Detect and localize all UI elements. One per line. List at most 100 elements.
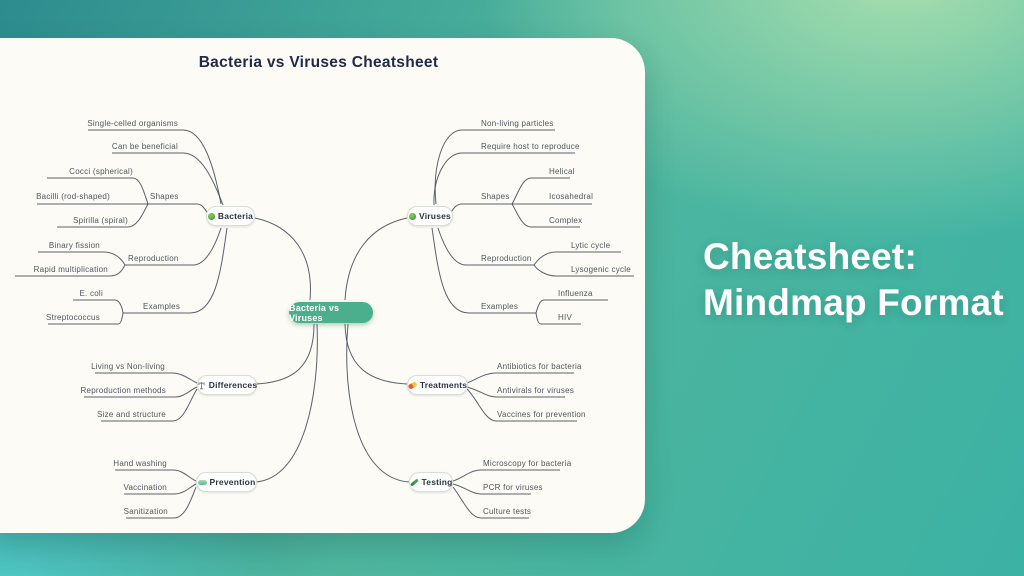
connector-antivirals: [466, 386, 565, 398]
treatments-node-label: Treatments: [419, 380, 468, 390]
microbe-icon: [409, 212, 417, 220]
connector-antibiotics: [466, 372, 574, 384]
headline: Cheatsheet: Mindmap Format: [703, 234, 1013, 326]
connector-binary-fission: [38, 251, 126, 266]
leaf-size-structure: Size and structure: [97, 410, 166, 419]
leaf-lysogenic: Lysogenic cycle: [571, 265, 631, 274]
leaf-antivirals: Antivirals for viruses: [497, 386, 574, 395]
connector-rapid-multiplication: [15, 264, 126, 277]
leaf-binary-fission: Binary fission: [49, 241, 100, 250]
connector-pcr: [452, 483, 531, 495]
pill-icon: [407, 380, 418, 390]
connector-shapes-right: [449, 203, 512, 215]
branch-label-examples-left: Examples: [143, 302, 180, 311]
leaf-influenza: Influenza: [558, 289, 593, 298]
connector-influenza: [535, 299, 608, 314]
connector-culture: [452, 486, 529, 519]
leaf-culture: Culture tests: [483, 507, 531, 516]
card-title: Bacteria vs Viruses Cheatsheet: [198, 54, 439, 71]
soap-icon: [197, 479, 207, 485]
test-tube-icon: [409, 477, 419, 487]
leaf-require-host: Require host to reproduce: [481, 142, 580, 151]
node-treatments: Treatments: [407, 375, 468, 395]
connector-single-celled: [88, 129, 222, 205]
connector-vaccination: [124, 483, 197, 495]
microbe-icon: [207, 212, 215, 220]
leaf-hiv: HIV: [558, 313, 573, 322]
connector-lytic: [533, 251, 621, 266]
connector-bacteria-center: [254, 217, 311, 301]
viruses-node-label: Viruses: [419, 211, 451, 221]
connector-lysogenic: [533, 264, 634, 277]
connector-viruses-center: [344, 217, 408, 301]
connector-spirilla: [57, 203, 149, 228]
leaf-microscopy: Microscopy for bacteria: [483, 459, 572, 468]
leaf-complex: Complex: [549, 216, 582, 225]
connector-sanitization: [126, 486, 197, 519]
connector-prevention-center: [255, 323, 318, 483]
node-bacteria: Bacteria: [206, 206, 255, 226]
branch-label-shapes-right: Shapes: [481, 192, 510, 201]
testing-node-label: Testing: [421, 477, 453, 487]
leaf-antibiotics: Antibiotics for bacteria: [497, 362, 582, 371]
branch-label-examples-right: Examples: [481, 302, 518, 311]
node-testing: Testing: [409, 472, 453, 492]
connector-ecoli: [73, 299, 124, 314]
differences-node-label: Differences: [208, 380, 258, 390]
node-viruses: Viruses: [407, 206, 453, 226]
node-differences: Differences: [197, 375, 257, 395]
connector-hand-washing: [115, 469, 197, 482]
connector-differences-center: [255, 323, 315, 385]
leaf-repro-methods: Reproduction methods: [81, 386, 167, 395]
leaf-beneficial: Can be beneficial: [112, 142, 178, 151]
branch-label-shapes-left: Shapes: [150, 192, 179, 201]
connector-hiv: [535, 312, 581, 325]
leaf-bacilli: Bacilli (rod-shaped): [36, 192, 110, 201]
leaf-vaccination: Vaccination: [123, 483, 167, 492]
leaf-pcr: PCR for viruses: [483, 483, 543, 492]
leaf-hand-washing: Hand washing: [113, 459, 167, 468]
leaf-icosahedral: Icosahedral: [549, 192, 593, 201]
bacteria-node-label: Bacteria: [217, 211, 254, 221]
connector-require-host: [433, 152, 575, 206]
mindmap-canvas: Single-celled organisms Can be beneficia…: [15, 119, 634, 519]
leaf-helical: Helical: [549, 167, 575, 176]
connector-size-structure: [101, 388, 198, 422]
connector-testing-center: [346, 323, 410, 483]
leaf-streptococcus: Streptococcus: [46, 313, 100, 322]
leaf-spirilla: Spirilla (spiral): [73, 216, 128, 225]
headline-line2: Mindmap Format: [703, 282, 1004, 323]
leaf-vaccines: Vaccines for prevention: [497, 410, 586, 419]
branch-label-reproduction-right: Reproduction: [481, 254, 532, 263]
mindmap-card: Bacteria vs Viruses Cheatsheet: [0, 38, 645, 533]
leaf-ecoli: E. coli: [79, 289, 103, 298]
balance-scale-icon: [197, 381, 206, 389]
leaf-living-vs: Living vs Non-living: [91, 362, 165, 371]
connector-complex: [511, 203, 580, 228]
headline-line1: Cheatsheet:: [703, 236, 917, 277]
connector-reproduction-left: [125, 227, 222, 266]
connector-cocci: [47, 177, 149, 205]
leaf-single-celled: Single-celled organisms: [87, 119, 178, 128]
prevention-node-label: Prevention: [209, 477, 256, 487]
connector-examples-right: [431, 227, 536, 314]
connector-streptococcus: [48, 312, 124, 325]
connector-repro-methods: [84, 386, 198, 398]
connector-beneficial: [112, 152, 224, 206]
connector-helical: [511, 177, 570, 205]
leaf-cocci: Cocci (spherical): [69, 167, 133, 176]
leaf-lytic: Lytic cycle: [571, 241, 611, 250]
center-node-label: Bacteria vs Viruses: [289, 302, 340, 323]
connector-vaccines: [466, 388, 577, 422]
leaf-rapid-multiplication: Rapid multiplication: [34, 265, 108, 274]
branch-label-reproduction-left: Reproduction: [128, 254, 179, 263]
connector-reproduction-right: [437, 227, 534, 266]
node-center: Bacteria vs Viruses: [289, 302, 373, 323]
connector-microscopy: [452, 469, 560, 482]
connector-shapes-left: [148, 203, 209, 215]
leaf-sanitization: Sanitization: [124, 507, 168, 516]
connector-living-vs: [95, 372, 198, 384]
connector-non-living: [434, 129, 555, 205]
connector-treatments-center: [344, 323, 408, 385]
